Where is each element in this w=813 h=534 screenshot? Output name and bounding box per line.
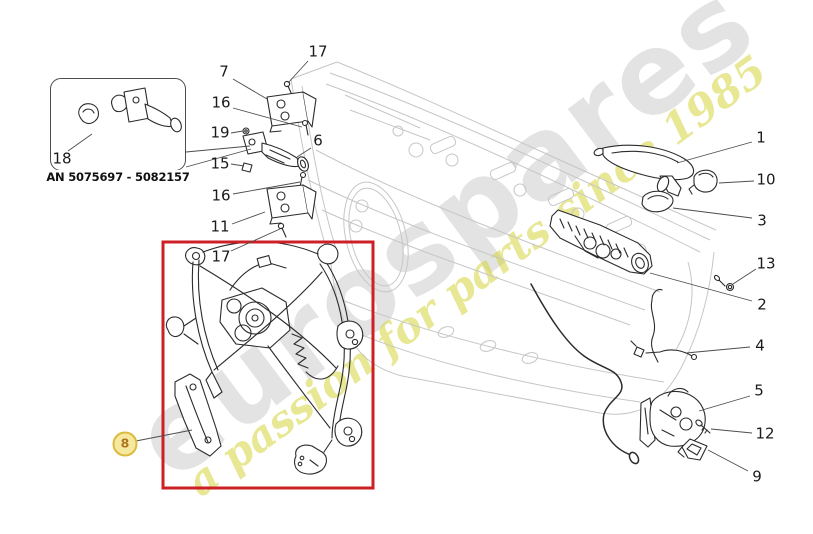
screw-12-drawing xyxy=(695,419,711,434)
release-rod-drawing xyxy=(630,288,698,363)
part-callout-7[interactable]: 7 xyxy=(219,62,229,81)
part-callout-12[interactable]: 12 xyxy=(755,424,775,443)
part-callout-4[interactable]: 4 xyxy=(755,336,765,355)
lower-hinge-drawing xyxy=(266,171,317,238)
part-callout-17[interactable]: 17 xyxy=(211,247,231,266)
part-callout-15[interactable]: 15 xyxy=(210,154,230,173)
handle-cap-drawing xyxy=(688,169,718,195)
lock-module-drawing xyxy=(549,209,653,275)
door-handle-drawing xyxy=(593,144,695,197)
part-callout-18[interactable]: 18 xyxy=(52,149,72,168)
part-callout-19[interactable]: 19 xyxy=(210,123,230,142)
part-callout-17[interactable]: 17 xyxy=(308,42,328,61)
part-callout-9[interactable]: 9 xyxy=(752,467,762,486)
part-callout-8-highlighted[interactable]: 8 xyxy=(112,431,138,457)
part-callout-10[interactable]: 10 xyxy=(756,170,776,189)
part-callout-16[interactable]: 16 xyxy=(211,186,231,205)
applicability-note-text: AN 5075697 - 5082157 xyxy=(44,170,192,184)
striker-drawing xyxy=(677,438,708,461)
part-callout-2[interactable]: 2 xyxy=(757,295,767,314)
part-callout-13[interactable]: 13 xyxy=(756,254,776,273)
part-callout-3[interactable]: 3 xyxy=(757,211,767,230)
part-callout-1[interactable]: 1 xyxy=(756,128,766,147)
window-regulator-drawing xyxy=(165,241,364,475)
handle-gasket-drawing xyxy=(641,190,674,213)
upper-hinge-drawing xyxy=(266,80,317,136)
door-panel-drawing xyxy=(290,61,717,415)
screw-13-drawing xyxy=(713,274,735,292)
highlight-box xyxy=(161,240,375,490)
door-stop-drawing xyxy=(241,127,309,173)
latch-drawing xyxy=(639,387,706,448)
part-callout-6[interactable]: 6 xyxy=(313,131,323,150)
leader-lines xyxy=(67,60,757,472)
part-callout-11[interactable]: 11 xyxy=(210,217,230,236)
part-callout-16[interactable]: 16 xyxy=(211,93,231,112)
door-check-boxed-drawing xyxy=(78,87,182,133)
release-cable-drawing xyxy=(530,283,640,465)
part-callout-5[interactable]: 5 xyxy=(754,381,764,400)
